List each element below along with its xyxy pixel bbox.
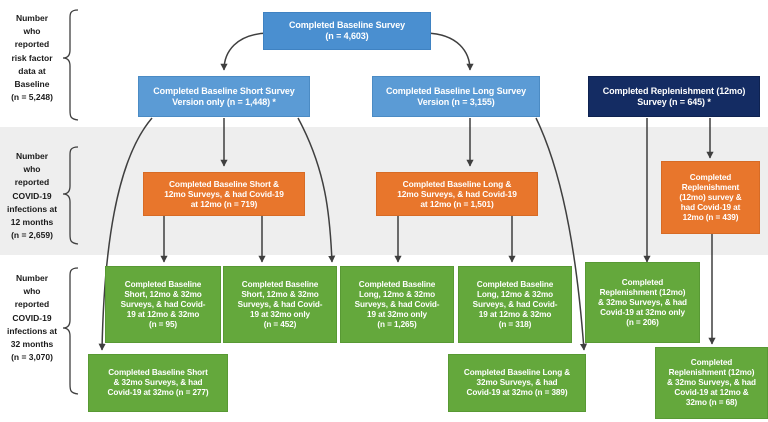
node-line: 12mo (n = 439) <box>682 212 739 222</box>
node-line: Surveys, & had Covid- <box>120 299 206 309</box>
node-replenishment-12and32-covid[interactable]: Completed Replenishment (12mo) & 32mo Su… <box>655 347 768 419</box>
tier-label-line: COVID-19 <box>12 312 52 323</box>
node-completed-baseline-survey[interactable]: Completed Baseline Survey (n = 4,603) <box>263 12 431 50</box>
tier-label-line: infections at <box>6 203 58 214</box>
tier-label-line: who <box>23 26 41 37</box>
tier-label-line: Baseline <box>14 78 50 89</box>
node-long-32mo-no12[interactable]: Completed Baseline Long & 32mo Surveys, … <box>448 354 586 412</box>
node-line: at 12mo (n = 719) <box>190 199 258 210</box>
node-line: 32mo (n = 68) <box>685 398 738 407</box>
node-baseline-short-survey[interactable]: Completed Baseline Short Survey Version … <box>138 76 310 117</box>
node-line: at 12mo (n = 1,501) <box>420 199 494 210</box>
tier-label-baseline: Number who reported risk factor data at … <box>2 12 62 104</box>
node-replenishment-survey[interactable]: Completed Replenishment (12mo) Survey (n… <box>588 76 760 117</box>
node-line: (n = 452) <box>263 319 297 329</box>
node-line: Completed Baseline <box>358 279 436 289</box>
node-line: (n = 206) <box>626 317 659 327</box>
node-line: Surveys, & had Covid- <box>354 299 440 309</box>
tier-label-line: risk factor <box>11 52 53 63</box>
node-line: & 32mo Surveys, & had <box>667 378 756 387</box>
node-line: (12mo) survey & <box>679 192 742 202</box>
node-line: Short, 12mo & 32mo <box>241 289 319 299</box>
node-short-32mo-no12[interactable]: Completed Baseline Short & 32mo Surveys,… <box>88 354 228 412</box>
node-line: (n = 95) <box>148 319 178 329</box>
tier-label-12mo: Number who reported COVID-19 infections … <box>2 150 62 242</box>
node-short-12mo-covid[interactable]: Completed Baseline Short & 12mo Surveys,… <box>143 172 305 216</box>
node-line: Version only (n = 1,448) * <box>172 96 276 107</box>
tier-label-line: COVID-19 <box>12 190 52 201</box>
node-line: Completed Baseline Long & <box>402 178 512 189</box>
node-line: Covid-19 at 12mo & <box>674 388 749 397</box>
node-line: & 32mo Surveys, & had <box>598 297 687 307</box>
tier-label-line: data at <box>18 65 46 76</box>
tier-label-32mo: Number who reported COVID-19 infections … <box>2 272 62 364</box>
node-line: Completed Baseline Short & <box>168 178 280 189</box>
node-line: (n = 1,265) <box>377 319 417 329</box>
node-line: had Covid-19 at <box>680 202 741 212</box>
node-line: Replenishment <box>681 182 740 192</box>
node-line: Completed Baseline Short Survey <box>153 85 295 96</box>
node-line: & 32mo Surveys, & had <box>113 378 203 387</box>
node-line: Long, 12mo & 32mo <box>358 289 436 299</box>
node-replenishment-12mo-covid[interactable]: Completed Replenishment (12mo) survey & … <box>661 161 760 234</box>
node-line: (n = 318) <box>498 319 532 329</box>
node-baseline-long-survey[interactable]: Completed Baseline Long Survey Version (… <box>372 76 540 117</box>
node-line: 32mo Surveys, & had <box>476 378 558 387</box>
tier-label-line: (n = 2,659) <box>11 230 53 241</box>
node-line: Replenishment (12mo) <box>668 368 755 377</box>
node-short-12and32-covid[interactable]: Completed Baseline Short, 12mo & 32mo Su… <box>105 266 221 343</box>
node-line: Completed Baseline Long & <box>463 368 571 377</box>
tier-label-line: who <box>23 164 41 175</box>
node-line: Completed <box>689 172 732 182</box>
node-line: Replenishment (12mo) <box>599 287 686 297</box>
node-line: 12mo Surveys, & had Covid-19 <box>397 188 517 199</box>
node-line: Completed Baseline Long Survey <box>385 85 527 96</box>
node-line: 19 at 12mo & 32mo <box>126 309 200 319</box>
tier-label-line: infections at <box>6 325 58 336</box>
node-line: Completed Baseline <box>241 279 319 289</box>
node-line: Completed Baseline Survey <box>288 20 406 31</box>
node-long-12mo-covid[interactable]: Completed Baseline Long & 12mo Surveys, … <box>376 172 538 216</box>
node-line: (n = 4,603) <box>325 31 369 41</box>
node-line: Version (n = 3,155) <box>417 96 495 107</box>
node-line: Completed Baseline Short <box>108 368 208 377</box>
node-line: 12mo Surveys, & had Covid-19 <box>164 188 284 199</box>
tier-label-line: Number <box>15 151 49 161</box>
node-line: Completed <box>690 358 733 367</box>
node-line: Covid-19 at 32mo (n = 389) <box>466 388 568 397</box>
tier-label-line: Number <box>15 13 49 23</box>
tier-label-line: reported <box>14 177 50 188</box>
node-line: 19 at 32mo only <box>367 309 427 319</box>
edge-baseline-to-short <box>220 32 269 71</box>
tier-label-line: who <box>23 286 41 297</box>
node-line: Short, 12mo & 32mo <box>124 289 202 299</box>
tier-label-line: 12 months <box>10 216 54 227</box>
node-replenishment-32mo-only[interactable]: Completed Replenishment (12mo) & 32mo Su… <box>585 262 700 343</box>
tier-label-line: 32 months <box>10 338 54 349</box>
node-line: 19 at 12mo & 32mo <box>478 309 552 319</box>
node-line: Surveys, & had Covid- <box>472 299 558 309</box>
edge-baseline-to-long <box>425 32 474 71</box>
tier-label-line: reported <box>14 39 50 50</box>
node-long-32mo-only[interactable]: Completed Baseline Long, 12mo & 32mo Sur… <box>340 266 454 343</box>
tier-label-line: reported <box>14 299 50 310</box>
tier-label-line: Number <box>15 273 49 283</box>
node-line: Long, 12mo & 32mo <box>476 289 554 299</box>
node-line: Covid-19 at 32mo (n = 277) <box>107 388 209 397</box>
node-line: 19 at 32mo only <box>250 309 310 319</box>
tier-label-line: (n = 5,248) <box>11 92 53 103</box>
node-long-12and32-covid[interactable]: Completed Baseline Long, 12mo & 32mo Sur… <box>458 266 572 343</box>
node-line: Surveys, & had Covid- <box>237 299 323 309</box>
node-line: Completed Baseline <box>124 279 202 289</box>
node-short-32mo-only[interactable]: Completed Baseline Short, 12mo & 32mo Su… <box>223 266 337 343</box>
node-line: Completed Baseline <box>476 279 554 289</box>
node-line: Completed Replenishment (12mo) <box>602 85 746 96</box>
tier-label-line: (n = 3,070) <box>11 352 53 363</box>
node-line: Covid-19 at 32mo only <box>600 307 685 317</box>
node-line: Completed <box>621 277 664 287</box>
node-line: Survey (n = 645) * <box>637 96 711 107</box>
